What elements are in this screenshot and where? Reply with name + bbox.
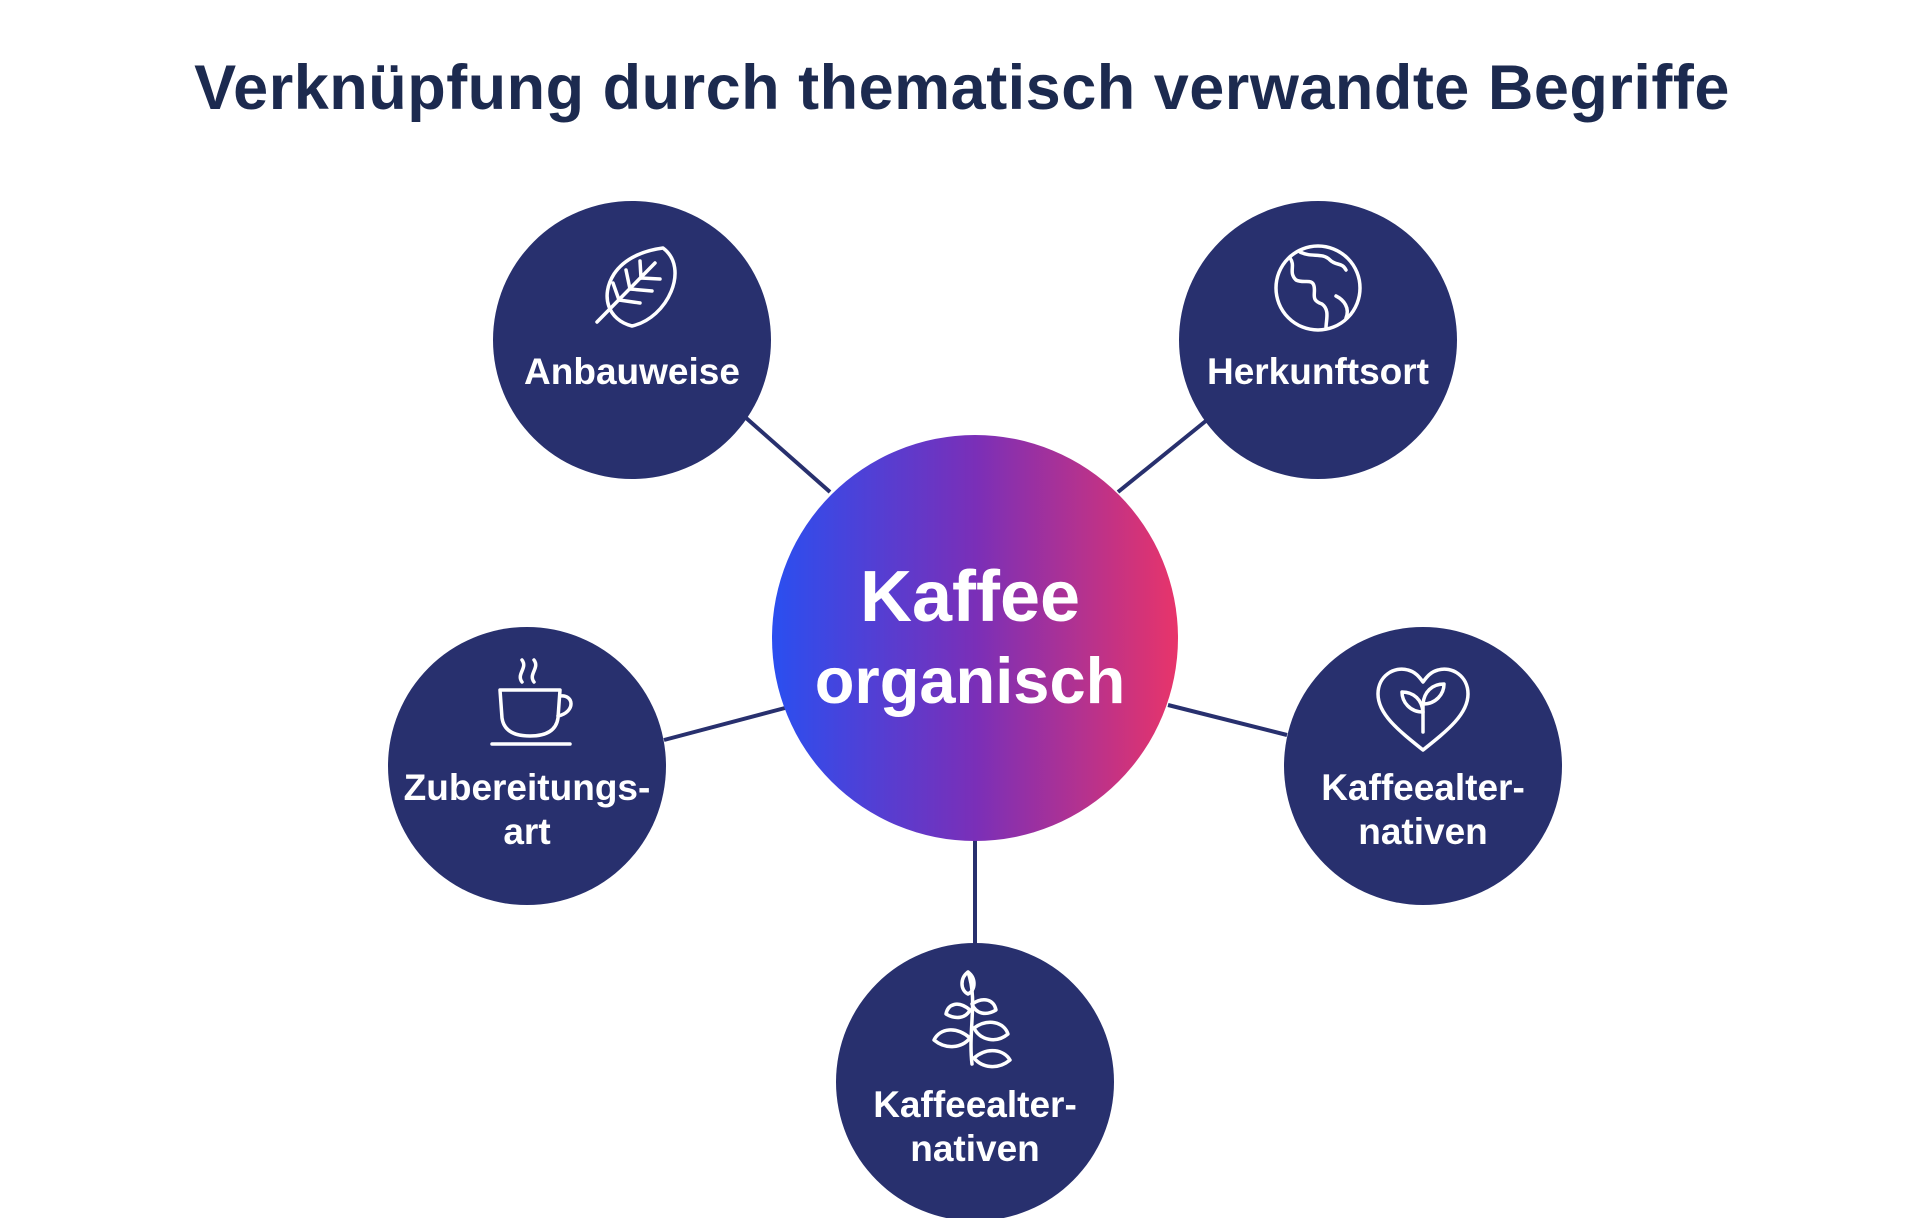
node-kaffeealternativen-right <box>1284 627 1562 905</box>
node-label-line1: Anbauweise <box>524 351 740 392</box>
connector-zubereitungsart <box>663 706 786 742</box>
node-label-anbauweise: Anbauweise <box>492 350 772 394</box>
node-label-kaffeealternativen-right: Kaffeealter- nativen <box>1283 766 1563 854</box>
globe-icon <box>1274 244 1362 332</box>
node-label-line1: Herkunftsort <box>1206 351 1430 392</box>
connector-kaffeealternativen-right <box>1167 703 1288 737</box>
leaf-icon <box>595 246 677 328</box>
node-label-line2: art <box>503 811 551 852</box>
connector-anbauweise <box>743 415 832 494</box>
center-label-line2: organisch <box>814 644 1126 717</box>
coffee-cup-icon <box>490 658 573 746</box>
node-anbauweise <box>493 201 771 479</box>
node-label-kaffeealternativen-bottom: Kaffeealter- nativen <box>835 1083 1115 1171</box>
node-zubereitungsart <box>388 627 666 905</box>
node-label-line1: Kaffeealter- <box>873 1084 1077 1125</box>
center-node <box>772 435 1178 841</box>
diagram-title: Verknüpfung durch thematisch verwandte B… <box>194 53 1730 123</box>
heart-leaf-icon <box>1376 667 1470 752</box>
center-label: Kaffee organisch <box>770 555 1170 723</box>
node-label-herkunftsort: Herkunftsort <box>1178 350 1458 394</box>
connector-herkunftsort <box>1116 418 1209 494</box>
plant-branch-icon <box>932 970 1012 1069</box>
node-herkunftsort <box>1179 201 1457 479</box>
node-label-line2: nativen <box>1358 811 1488 852</box>
node-label-line1: Zubereitungs- <box>403 767 651 808</box>
node-label-zubereitungsart: Zubereitungs- art <box>387 766 667 854</box>
center-label-line1: Kaffee <box>859 557 1081 637</box>
node-label-line2: nativen <box>910 1128 1040 1169</box>
node-kaffeealternativen-bottom <box>836 943 1114 1218</box>
node-label-line1: Kaffeealter- <box>1321 767 1525 808</box>
